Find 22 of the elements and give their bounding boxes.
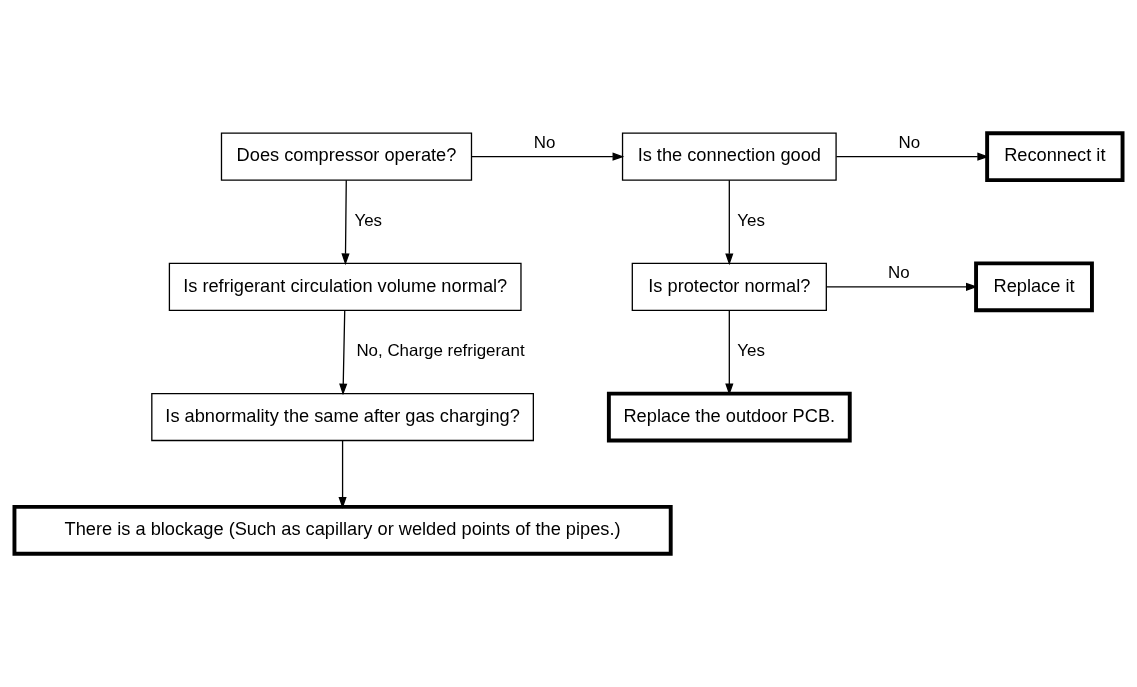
node-box: Is refrigerant circulation volume normal? xyxy=(168,262,522,311)
arrow xyxy=(471,152,625,161)
node-box: Is the connection good xyxy=(621,132,837,181)
edge-label: Yes xyxy=(737,341,765,361)
node-box: Reconnect it xyxy=(985,131,1125,183)
arrow xyxy=(725,179,734,266)
edge-label: No xyxy=(898,133,921,153)
arrow xyxy=(339,309,348,396)
node-box: Is abnormality the same after gas charging? xyxy=(151,393,534,442)
node-box: There is a blockage (Such as capillary or welded points of the pipes.) xyxy=(12,504,673,556)
edge-label: Yes xyxy=(354,211,383,231)
edge-label: No xyxy=(888,263,910,283)
arrow xyxy=(341,179,350,266)
node-box: Replace the outdoor PCB. xyxy=(606,391,852,443)
edge-label: Yes xyxy=(737,211,765,231)
arrow xyxy=(825,282,978,291)
arrow xyxy=(338,440,347,509)
node-box: Does compressor operate? xyxy=(220,132,473,181)
edge-label: No, Charge refrigerant xyxy=(356,341,525,361)
node-box: Is protector normal? xyxy=(631,262,827,311)
edge-label: No xyxy=(533,133,556,153)
node-box: Replace it xyxy=(974,261,1094,313)
